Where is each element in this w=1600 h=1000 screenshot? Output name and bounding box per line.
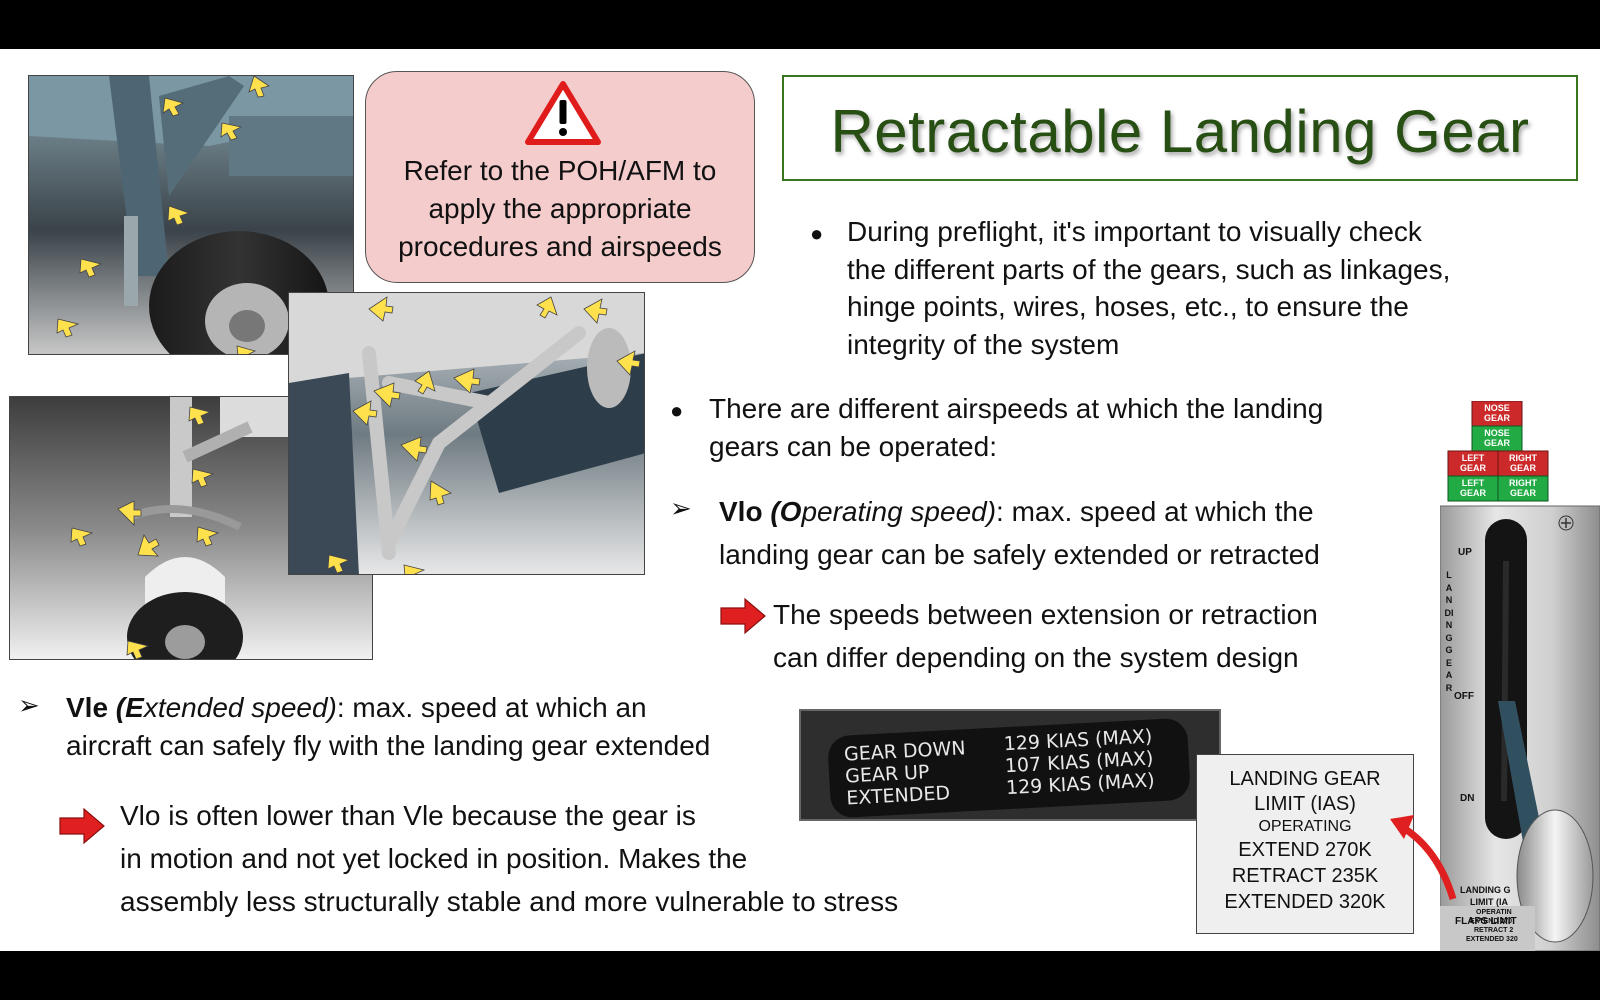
warning-line: Refer to the POH/AFM to	[403, 155, 717, 186]
warning-triangle-icon	[525, 81, 601, 145]
vle-desc: : max. speed at which an	[336, 692, 647, 723]
text-line: hinge points, wires, hoses, etc., to ens…	[847, 291, 1409, 322]
airspeed-placard-plate: GEAR DOWN GEAR UP EXTENDED 129 KIAS (MAX…	[827, 717, 1191, 819]
curved-red-arrow-icon	[1390, 815, 1457, 901]
vlo-note: The speeds between extension or retracti…	[773, 593, 1318, 679]
text-line: EXTEND 270	[1470, 918, 1513, 925]
text-line: LIMIT (IA	[1470, 897, 1508, 907]
text-line: gears can be operated:	[709, 430, 997, 462]
indicator-left-gear-red: LEFT GEAR	[1459, 453, 1486, 473]
gear-photo-assembly	[288, 292, 645, 575]
gear-control-panel: NOSE GEAR NOSE GEAR LEFT GEAR RIGHT GEAR…	[1439, 400, 1600, 951]
indicator-nose-gear-green: NOSE GEAR	[1483, 428, 1510, 448]
warning-line: apply the appropriate	[428, 193, 692, 224]
placard-label: EXTENDED	[845, 782, 951, 810]
text-line: RETRACT 2	[1474, 927, 1514, 934]
arrowhead-bullet-icon: ➢	[670, 493, 692, 523]
vlo-line-2: landing gear can be safely extended or r…	[719, 539, 1320, 570]
limit-line: LIMIT (IAS)	[1254, 793, 1356, 815]
vlo-desc: : max. speed at which the	[996, 496, 1314, 527]
vlo-paren: (	[762, 496, 780, 527]
gear-control-panel-image	[1439, 400, 1600, 951]
bullet-airspeeds: There are different airspeeds at which t…	[709, 390, 1323, 465]
vle-abbr: Vle	[66, 692, 109, 723]
warning-callout: Refer to the POH/AFM to apply the approp…	[365, 71, 755, 283]
limit-line: RETRACT 235K	[1231, 865, 1379, 887]
title-box: Retractable Landing Gear	[782, 75, 1578, 181]
slide: Refer to the POH/AFM to apply the approp…	[0, 49, 1600, 951]
vle-definition: Vle (Extended speed): max. speed at whic…	[66, 689, 710, 764]
text-line: EXTENDED 320	[1466, 936, 1518, 943]
gear-limit-placard-small: LANDING G LIMIT (IA OPERATIN EXTEND 270 …	[1460, 884, 1518, 944]
text-line: can differ depending on the system desig…	[773, 642, 1299, 673]
placard-label: GEAR DOWN	[843, 737, 967, 766]
indicator-left-gear-green: LEFT GEAR	[1459, 478, 1486, 498]
limit-line: LANDING GEAR	[1229, 768, 1381, 790]
text-line: OPERATIN	[1476, 909, 1512, 916]
text-line: The speeds between extension or retracti…	[773, 599, 1318, 630]
arrowhead-bullet-icon: ➢	[18, 690, 40, 720]
vlo-rest: perating speed)	[801, 496, 997, 527]
limit-line: OPERATING	[1258, 818, 1352, 835]
vle-rest: xtended speed)	[143, 692, 337, 723]
red-arrow-icon	[720, 597, 766, 635]
text-line: the different parts of the gears, such a…	[847, 253, 1451, 285]
text-line: assembly less structurally stable and mo…	[120, 886, 899, 917]
gear-photo-main-strut	[28, 75, 354, 355]
gear-dn-label: DN	[1460, 793, 1475, 804]
vle-line-2: aircraft can safely fly with the landing…	[66, 729, 711, 761]
page-title: Retractable Landing Gear	[830, 98, 1530, 165]
gear-vertical-label: LANDING GEAR	[1444, 570, 1454, 693]
gear-photo-main-strut-image	[29, 76, 353, 354]
text-line: Vlo is often lower than Vle because the …	[120, 800, 696, 831]
vle-paren: (	[108, 692, 126, 723]
limit-line: EXTEND 270K	[1238, 839, 1372, 861]
text-line: LANDING G	[1460, 885, 1511, 895]
text-line: in motion and not yet locked in position…	[120, 843, 748, 874]
gear-up-label: UP	[1458, 547, 1472, 558]
bullet-dot: ●	[810, 221, 824, 246]
gear-photo-assembly-image	[289, 293, 644, 574]
vlo-definition: Vlo (Operating speed): max. speed at whi…	[719, 490, 1320, 576]
text-line: integrity of the system	[847, 328, 1120, 360]
indicator-right-gear-red: RIGHT GEAR	[1509, 453, 1537, 473]
limit-line: EXTENDED 320K	[1224, 891, 1386, 913]
warning-line: procedures and airspeeds	[398, 231, 722, 262]
indicator-nose-gear-red: NOSE GEAR	[1483, 403, 1510, 423]
vle-line-1: Vle (Extended speed): max. speed at whic…	[66, 689, 710, 727]
indicator-right-gear-green: RIGHT GEAR	[1509, 478, 1537, 498]
flaps-limit-label: FLAPS LIMIT	[1455, 916, 1517, 927]
landing-gear-limit-box: LANDING GEAR LIMIT (IAS) OPERATING EXTEN…	[1196, 754, 1414, 934]
vlo-line-1: Vlo (Operating speed): max. speed at whi…	[719, 490, 1320, 533]
text-line: During preflight, it's important to visu…	[847, 216, 1422, 247]
red-arrow-icon	[59, 807, 105, 845]
text-line: There are different airspeeds at which t…	[709, 393, 1324, 424]
bullet-preflight-check: During preflight, it's important to visu…	[847, 213, 1450, 363]
vle-initial: E	[125, 692, 144, 723]
bullet-dot: ●	[670, 398, 684, 423]
vlo-initial: O	[779, 496, 802, 527]
gear-off-label: OFF	[1454, 691, 1474, 702]
airspeed-placard: GEAR DOWN GEAR UP EXTENDED 129 KIAS (MAX…	[799, 709, 1221, 821]
vle-note: Vlo is often lower than Vle because the …	[120, 794, 898, 923]
warning-text: Refer to the POH/AFM to apply the approp…	[366, 152, 754, 266]
vlo-abbr: Vlo	[719, 496, 763, 527]
